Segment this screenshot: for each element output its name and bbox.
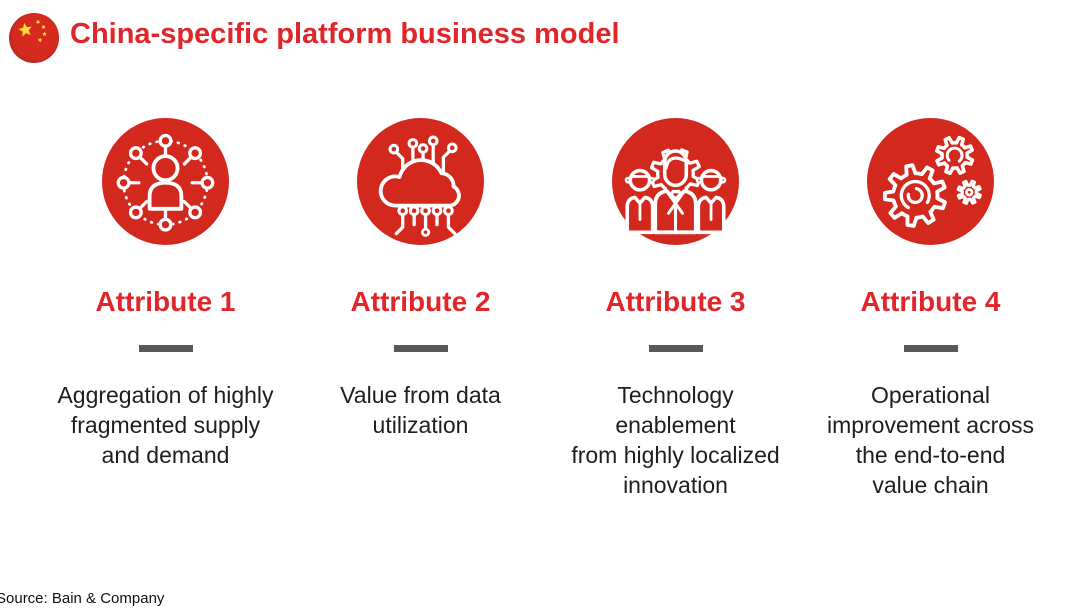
team-gear-icon	[612, 118, 739, 245]
attribute-1-description: Aggregation of highly fragmented supply …	[57, 382, 274, 468]
gears-icon	[867, 118, 994, 245]
divider-line	[138, 345, 193, 352]
attribute-3-label: Attribute 3	[605, 286, 746, 317]
divider-line	[903, 345, 958, 352]
data-cloud-icon	[357, 118, 484, 245]
network-person-icon	[102, 118, 229, 245]
attribute-column-2: Attribute 2 Value from data utilization	[293, 118, 548, 500]
attributes-row: Attribute 1 Aggregation of highly fragme…	[38, 118, 1058, 500]
page-title: China-specific platform business model	[70, 18, 620, 50]
attribute-4-description: Operational improvement across the end-t…	[826, 382, 1035, 498]
attribute-column-4: Attribute 4 Operational improvement acro…	[803, 118, 1058, 500]
attribute-1-label: Attribute 1	[95, 286, 236, 317]
attribute-2-label: Attribute 2	[350, 286, 491, 317]
china-flag-icon	[9, 13, 59, 63]
source-note: Source: Bain & Company	[0, 590, 165, 607]
attribute-2-description: Value from data utilization	[340, 382, 501, 438]
attribute-column-3: Attribute 3 Technology enablement from h…	[548, 118, 803, 500]
attribute-3-description: Technology enablement from highly locali…	[571, 382, 780, 498]
divider-line	[648, 345, 703, 352]
attribute-column-1: Attribute 1 Aggregation of highly fragme…	[38, 118, 293, 500]
attribute-4-label: Attribute 4	[860, 286, 1001, 317]
divider-line	[393, 345, 448, 352]
